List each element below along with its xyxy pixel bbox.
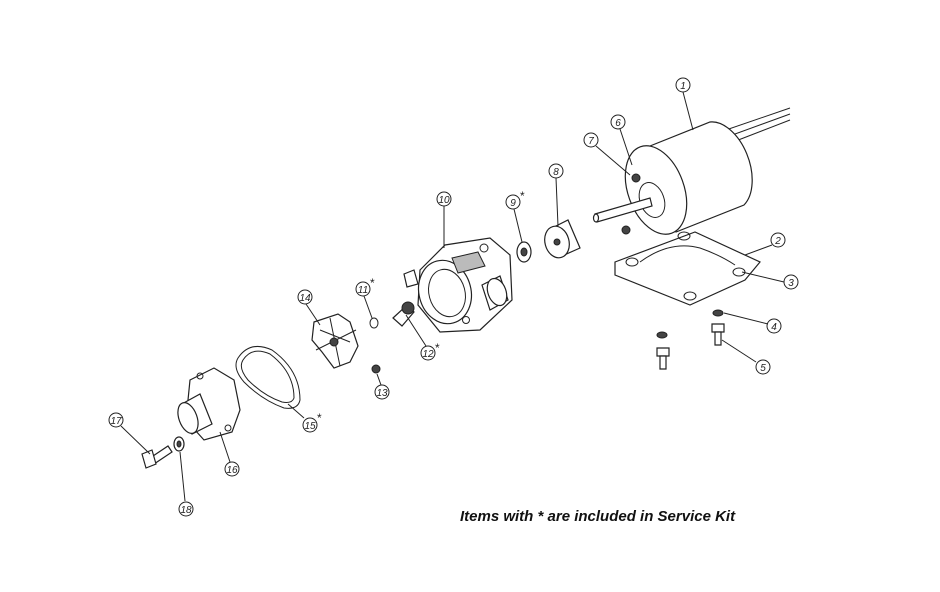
callout-number: 10: [438, 195, 450, 206]
callout-number: 16: [226, 465, 238, 476]
screw-part-5: [656, 323, 725, 370]
callout-number: 8: [553, 167, 559, 178]
motor-part: [592, 121, 753, 235]
callout-8: 8: [548, 163, 564, 179]
service-kit-star: *: [520, 189, 525, 203]
callout-number: 12: [422, 349, 434, 360]
callout-12: 12 *: [420, 341, 440, 361]
gasket-part-15: [235, 345, 301, 409]
callout-number: 1: [680, 81, 686, 92]
callout-16: 16: [224, 461, 240, 477]
callout-13: 13: [374, 384, 390, 400]
callout-number: 18: [180, 505, 192, 516]
ring-part-11: [369, 317, 379, 329]
callout-4: 4: [766, 318, 782, 334]
callout-6: 6: [610, 114, 626, 130]
callout-14: 14: [297, 289, 313, 305]
spacer-part-8: [544, 219, 581, 259]
service-kit-star: *: [370, 276, 375, 290]
callout-number: 7: [588, 136, 594, 147]
bolt-part-17: [141, 445, 173, 469]
callout-18: 18: [178, 501, 194, 517]
service-kit-star: *: [435, 341, 440, 355]
motor-bracket-part: [614, 231, 761, 306]
callout-9: 9 *: [505, 189, 525, 210]
callout-number: 11: [358, 285, 368, 296]
callout-number: 3: [788, 278, 794, 289]
callout-3: 3: [783, 274, 799, 290]
service-kit-star: *: [317, 411, 322, 425]
washer-part-4: [656, 309, 724, 339]
callout-number: 17: [110, 416, 122, 427]
callout-number: 4: [771, 322, 777, 333]
callout-2: 2: [770, 232, 786, 248]
callout-11: 11 *: [355, 276, 375, 297]
impeller-part-14: [311, 313, 359, 369]
callout-number: 6: [615, 118, 621, 129]
seal-part-9: [516, 241, 532, 263]
callout-number: 5: [760, 363, 766, 374]
callout-number: 9: [510, 198, 516, 209]
callout-number: 13: [376, 388, 388, 399]
washer-part-18: [173, 436, 185, 452]
leader-lines: [120, 91, 785, 502]
callouts: 1 2 3 4 5 6 7 8: [108, 77, 799, 517]
callout-number: 2: [774, 236, 781, 247]
plug-part-13: [371, 364, 381, 374]
callout-number: 15: [304, 421, 316, 432]
callout-5: 5: [755, 359, 771, 375]
pump-housing-part-10: [403, 237, 513, 333]
callout-7: 7: [583, 132, 599, 148]
callout-15: 15 *: [302, 411, 322, 433]
callout-17: 17: [108, 412, 124, 428]
callout-1: 1: [675, 77, 691, 93]
end-cover-part-16: [177, 367, 241, 441]
service-kit-note: Items with * are included in Service Kit: [460, 508, 736, 525]
callout-number: 14: [299, 293, 311, 304]
valve-part-12: [392, 301, 415, 327]
callout-10: 10: [436, 191, 452, 207]
